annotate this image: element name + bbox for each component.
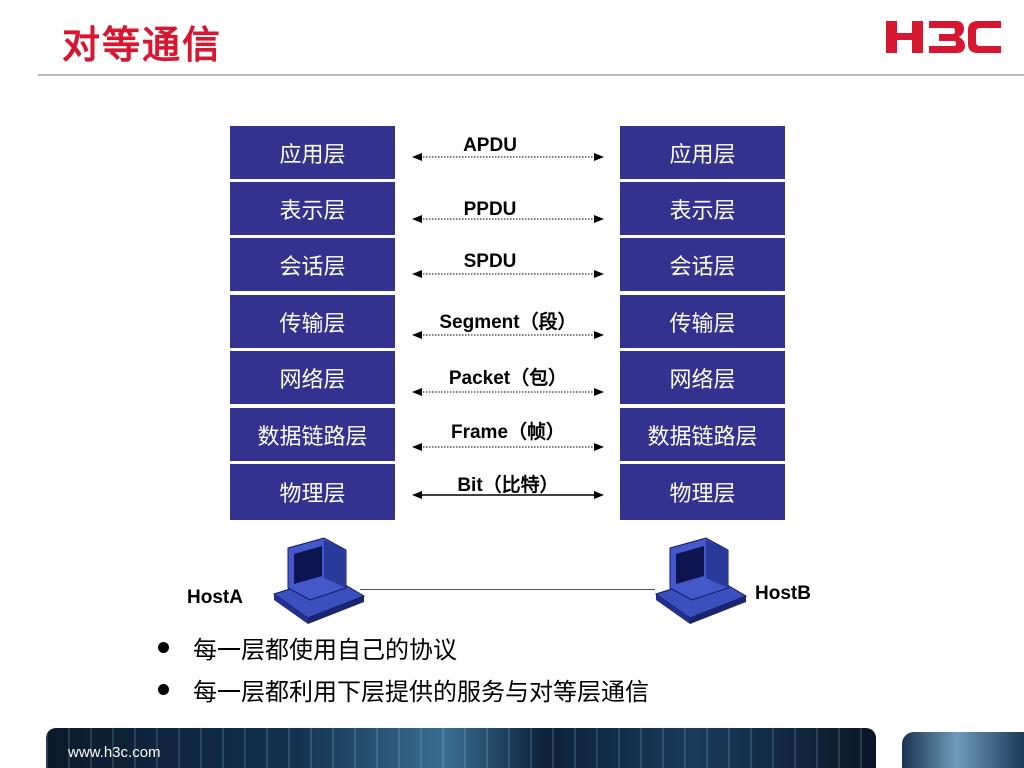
peer-arrow-datalink xyxy=(412,443,604,451)
host-b-computer-icon xyxy=(654,537,748,624)
bullet-item: 每一层都使用自己的协议 xyxy=(158,630,457,665)
footer-banner: www.h3c.com xyxy=(46,728,876,768)
pdu-label-transport: Segment（段） xyxy=(439,312,577,333)
pdu-label-datalink: Frame（帧） xyxy=(450,422,566,443)
host-b-layer-application: 应用层 xyxy=(620,126,785,181)
host-a-layer-presentation: 表示层 xyxy=(230,182,395,237)
host-b-layer-network: 网络层 xyxy=(620,351,785,406)
pdu-label-session: SPDU xyxy=(463,251,517,272)
page-title: 对等通信 xyxy=(62,23,223,67)
peer-arrow-application xyxy=(412,153,604,161)
host-b-layer-physical: 物理层 xyxy=(620,464,785,520)
pdu-label-physical: Bit（比特） xyxy=(457,475,559,496)
host-a-computer-icon xyxy=(272,537,366,624)
pdu-label-network: Packet（包） xyxy=(448,368,568,389)
host-b-layer-datalink: 数据链路层 xyxy=(620,408,785,463)
footer-url: www.h3c.com xyxy=(68,744,161,761)
host-a-layer-datalink: 数据链路层 xyxy=(230,408,395,463)
bullet-text: 每一层都利用下层提供的服务与对等层通信 xyxy=(193,678,649,706)
bullet-dot xyxy=(158,642,169,653)
host-a-layer-session: 会话层 xyxy=(230,238,395,293)
host-a-layer-physical: 物理层 xyxy=(230,464,395,520)
physical-link-line xyxy=(360,589,655,590)
host-a-label: HostA xyxy=(187,587,243,608)
host-b-layer-transport: 传输层 xyxy=(620,295,785,350)
footer-corner-decoration xyxy=(902,732,1024,768)
peer-arrow-transport xyxy=(412,331,604,339)
bullet-dot xyxy=(158,684,169,695)
host-b-layer-session: 会话层 xyxy=(620,238,785,293)
host-a-layer-transport: 传输层 xyxy=(230,295,395,350)
pdu-label-application: APDU xyxy=(463,135,517,156)
peer-arrow-session xyxy=(412,270,604,278)
peer-arrow-network xyxy=(412,388,604,396)
peer-arrow-presentation xyxy=(412,215,604,223)
host-b-layer-presentation: 表示层 xyxy=(620,182,785,237)
host-b-label: HostB xyxy=(755,583,811,604)
pdu-label-presentation: PPDU xyxy=(463,199,517,220)
bullet-text: 每一层都使用自己的协议 xyxy=(193,636,457,664)
h3c-logo xyxy=(886,21,1001,53)
host-a-layer-network: 网络层 xyxy=(230,351,395,406)
host-a-layer-application: 应用层 xyxy=(230,126,395,181)
bullet-item: 每一层都利用下层提供的服务与对等层通信 xyxy=(158,672,649,707)
peer-arrow-physical xyxy=(412,491,604,499)
title-divider xyxy=(38,74,1024,76)
